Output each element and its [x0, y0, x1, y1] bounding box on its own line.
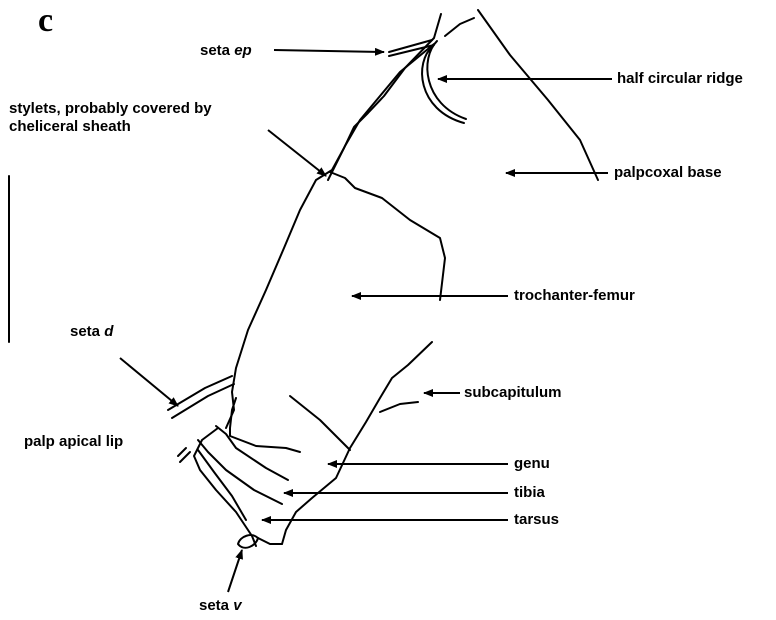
label-seta-v: seta v: [199, 597, 242, 615]
panel-letter: c: [38, 4, 53, 38]
seta-d-shape: [168, 376, 234, 418]
subcapitulum-outline: [282, 342, 432, 544]
arrow-stylets: [268, 130, 326, 176]
body-outline-dorsal: [226, 14, 441, 428]
label-stylets-line1: stylets, probably covered by: [9, 100, 212, 118]
body-outline-right: [478, 10, 598, 180]
tarsus-tip: [258, 538, 282, 544]
label-tibia: tibia: [514, 484, 545, 502]
half-circular-ridge: [422, 41, 466, 123]
palp-apical-lip-mark: [178, 448, 190, 462]
label-half-circular-ridge: half circular ridge: [617, 70, 743, 88]
arrow-seta-ep: [274, 50, 384, 52]
label-stylets-line2: cheliceral sheath: [9, 118, 131, 136]
genu-segment: [230, 398, 300, 452]
arrow-seta-d: [120, 358, 178, 406]
arrow-seta-v: [228, 550, 242, 592]
label-tarsus: tarsus: [514, 511, 559, 529]
tibia-segment: [216, 426, 288, 480]
trochanter-femur-outline: [330, 172, 445, 300]
label-trochanter-femur: trochanter-femur: [514, 287, 635, 305]
stylets-line: [328, 44, 434, 180]
label-palp-apical-lip: palp apical lip: [24, 433, 123, 451]
label-palpcoxal-base: palpcoxal base: [614, 164, 722, 182]
body-outline-upper: [445, 18, 474, 36]
genu-inner-line: [290, 396, 350, 450]
label-seta-d: seta d: [70, 323, 113, 341]
label-seta-ep: seta ep: [200, 42, 252, 60]
label-subcapitulum: subcapitulum: [464, 384, 562, 402]
subcapitulum-ridge: [380, 402, 418, 412]
distal-palp-inner: [198, 450, 246, 520]
label-genu: genu: [514, 455, 550, 473]
